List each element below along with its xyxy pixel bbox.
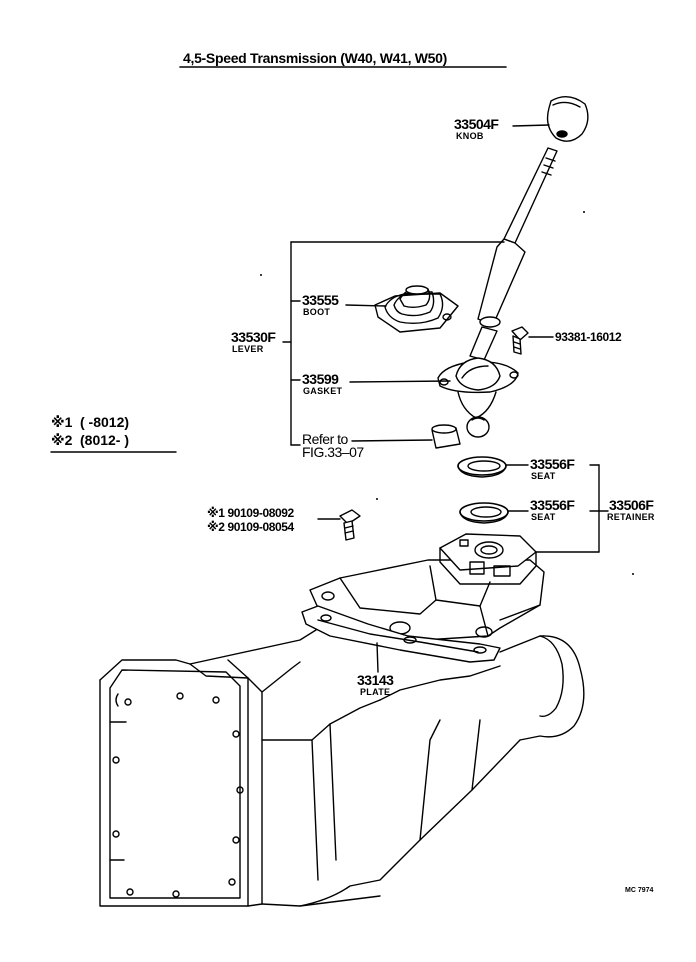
seat-upper-label: SEAT <box>531 471 556 481</box>
lever-part-number: 33530F <box>231 329 276 345</box>
refer-line-2: FIG.33–07 <box>302 444 364 460</box>
transmission-case-drawing <box>99 629 585 907</box>
lever-label: LEVER <box>232 344 264 354</box>
gasket-label: GASKET <box>303 386 343 396</box>
page-title: 4,5-Speed Transmission (W40, W41, W50) <box>183 50 448 66</box>
note-2-range: (8012- ) <box>80 432 130 448</box>
knob-label: KNOB <box>456 131 484 141</box>
note-2-mark: ※2 <box>51 432 73 448</box>
screw-drawing <box>317 509 361 541</box>
footer-code: MC 7974 <box>625 887 654 894</box>
seat-lower-label: SEAT <box>531 512 556 522</box>
boot-label: BOOT <box>303 307 331 317</box>
lever-base-drawing <box>437 357 519 438</box>
lever-group-bracket <box>282 241 505 446</box>
bushing-drawing <box>351 424 461 449</box>
plate-label: PLATE <box>360 687 391 697</box>
seat-lower-drawing <box>459 502 529 524</box>
seat-upper-drawing <box>457 456 529 478</box>
bolt-part-number: 93381-16012 <box>555 330 622 344</box>
bolt-drawing <box>511 326 554 355</box>
boot-part-number: 33555 <box>302 292 339 308</box>
refer-line-1: Refer to <box>302 431 348 447</box>
retainer-label: RETAINER <box>607 512 655 522</box>
gasket-part-number: 33599 <box>302 371 339 387</box>
plate-drawing <box>301 605 501 673</box>
note-1-mark: ※1 <box>51 414 73 430</box>
seat-upper-part-number: 33556F <box>530 456 575 472</box>
boot-drawing <box>374 285 459 333</box>
note-1-range: ( -8012) <box>80 414 130 430</box>
shift-lever-drawing <box>469 147 558 361</box>
screw-1-part-number: ※1 90109-08092 <box>207 506 294 520</box>
retainer-part-number: 33506F <box>609 497 654 513</box>
knob-part-number: 33504F <box>454 116 499 132</box>
retainer-group-bracket <box>535 464 609 553</box>
screw-2-part-number: ※2 90109-08054 <box>207 520 294 534</box>
seat-lower-part-number: 33556F <box>530 497 575 513</box>
plate-part-number: 33143 <box>357 672 394 688</box>
knob-drawing <box>512 96 589 142</box>
